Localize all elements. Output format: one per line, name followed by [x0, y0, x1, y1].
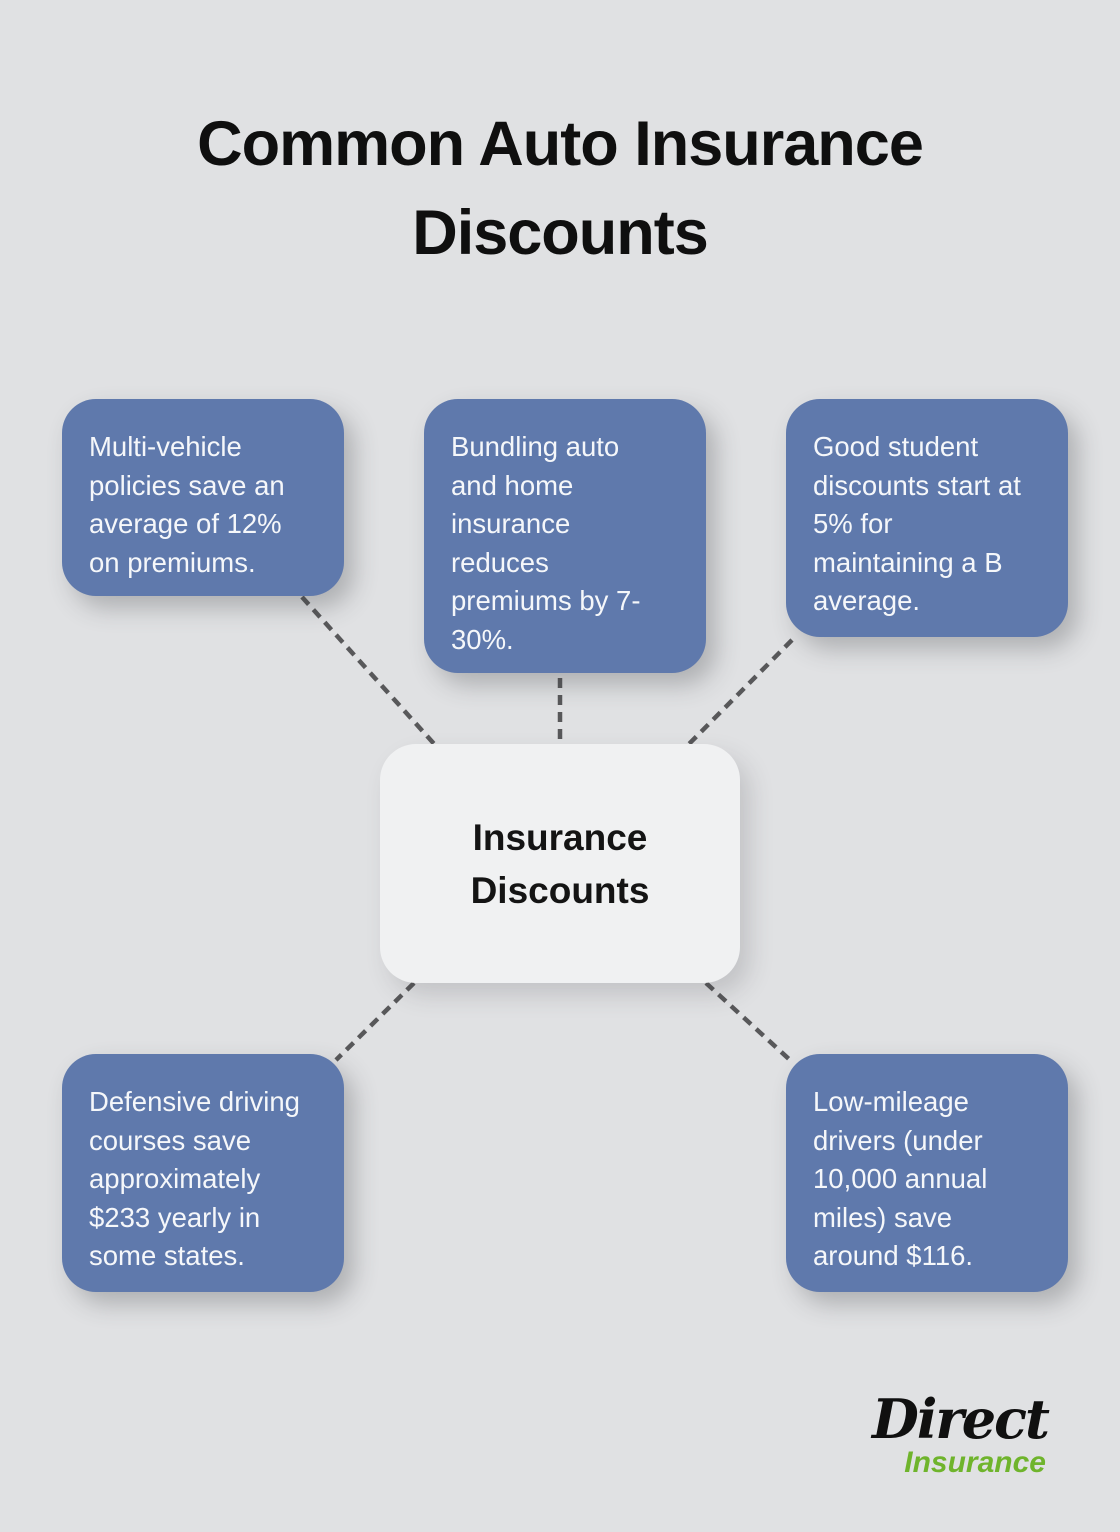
logo-insurance-text: Insurance [904, 1446, 1046, 1479]
node-good-student: Good student discounts start at 5% for m… [786, 399, 1068, 637]
logo-direct-text: Direct [872, 1387, 1050, 1451]
hub-insurance-discounts: Insurance Discounts [380, 744, 740, 983]
brand-logo: Direct Insurance [872, 1387, 1050, 1479]
node-bundling: Bundling auto and home insurance reduces… [424, 399, 706, 673]
connector-line-low-mileage [704, 981, 792, 1062]
connector-line-good-student [685, 638, 794, 748]
node-multi-vehicle: Multi-vehicle policies save an average o… [62, 399, 344, 596]
connector-line-defensive-driving [334, 981, 416, 1062]
connector-line-multi-vehicle [300, 595, 438, 748]
node-defensive-driving: Defensive driving courses save approxima… [62, 1054, 344, 1292]
page-title: Common Auto Insurance Discounts [197, 109, 924, 268]
node-low-mileage: Low-mileage drivers (under 10,000 annual… [786, 1054, 1068, 1292]
